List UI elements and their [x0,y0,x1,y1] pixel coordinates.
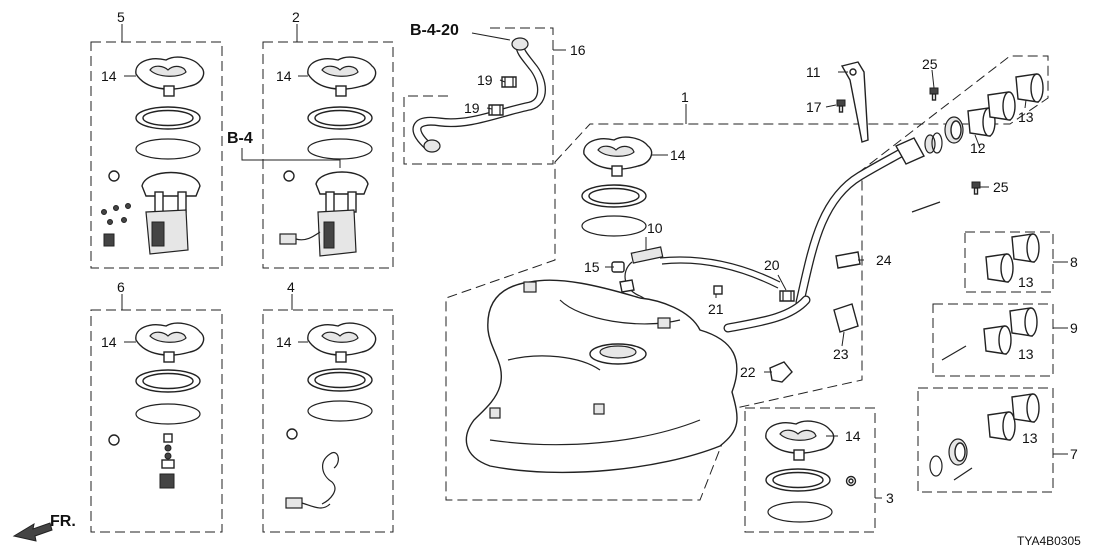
box-kit-2 [262,41,394,269]
callout-19-upper: 19 [477,72,493,88]
callout-19-lower: 19 [464,100,480,116]
callout-9: 9 [1070,320,1078,336]
small-parts [713,61,981,383]
callout-7: 7 [1070,446,1078,462]
kit-3-parts [765,420,857,523]
leader-lines [121,24,1068,499]
callout-1: 1 [681,89,689,105]
callout-20: 20 [764,257,780,273]
kit-9-parts [941,307,1038,361]
callout-8: 8 [1070,254,1078,270]
callout-13-kit7: 13 [1022,430,1038,446]
callout-5: 5 [117,9,125,25]
box-tank-1 [445,55,1049,501]
callout-6: 6 [117,279,125,295]
callout-17: 17 [806,99,822,115]
callout-15: 15 [584,259,600,275]
direction-label: FR. [50,513,76,530]
callout-13-kit8: 13 [1018,274,1034,290]
kit-4-parts [285,322,377,509]
callout-13-top: 13 [1018,109,1034,125]
callout-14-kit2: 14 [276,68,292,84]
kit-2-parts [279,56,377,257]
callout-11: 11 [806,64,821,80]
callout-14-kit3: 14 [845,428,861,444]
callout-numbers: 5 2 6 4 1 16 3 8 9 7 14 14 14 14 14 14 1… [101,9,1078,506]
box-kit-5 [90,41,223,269]
filler-neck-rings [911,73,1044,213]
breather-hose [412,37,546,153]
callout-4: 4 [287,279,295,295]
filler-pipe [723,134,936,333]
box-kit-4 [262,309,394,533]
callout-14-kit4: 14 [276,334,292,350]
ref-b4[interactable]: B-4 [227,130,253,147]
kit-7-parts [929,393,1040,481]
box-kit-6 [90,309,223,533]
box-kit-3 [744,407,876,533]
callout-21: 21 [708,301,724,317]
box-kit-7 [917,387,1054,493]
ref-b4-20[interactable]: B-4-20 [410,22,459,39]
callout-14-kit5: 14 [101,68,117,84]
callout-10: 10 [647,220,663,236]
tank-module-parts [581,136,653,237]
box-kit-9 [932,303,1054,377]
kit-6-parts [108,322,205,489]
callout-22: 22 [740,364,756,380]
callout-25-lower: 25 [993,179,1009,195]
callout-24: 24 [876,252,892,268]
kit-5-parts [101,56,205,255]
callout-13-kit9: 13 [1018,346,1034,362]
fuel-tank [465,279,738,474]
callout-16: 16 [570,42,586,58]
callout-12: 12 [970,140,986,156]
callout-14-kit6: 14 [101,334,117,350]
callout-3: 3 [886,490,894,506]
callout-25-top: 25 [922,56,938,72]
callout-14-main: 14 [670,147,686,163]
diagram-code: TYA4B0305 [1017,534,1081,548]
callout-2: 2 [292,9,300,25]
callout-23: 23 [833,346,849,362]
box-hose-16 [403,27,554,165]
front-direction-arrow: FR. [12,513,76,542]
